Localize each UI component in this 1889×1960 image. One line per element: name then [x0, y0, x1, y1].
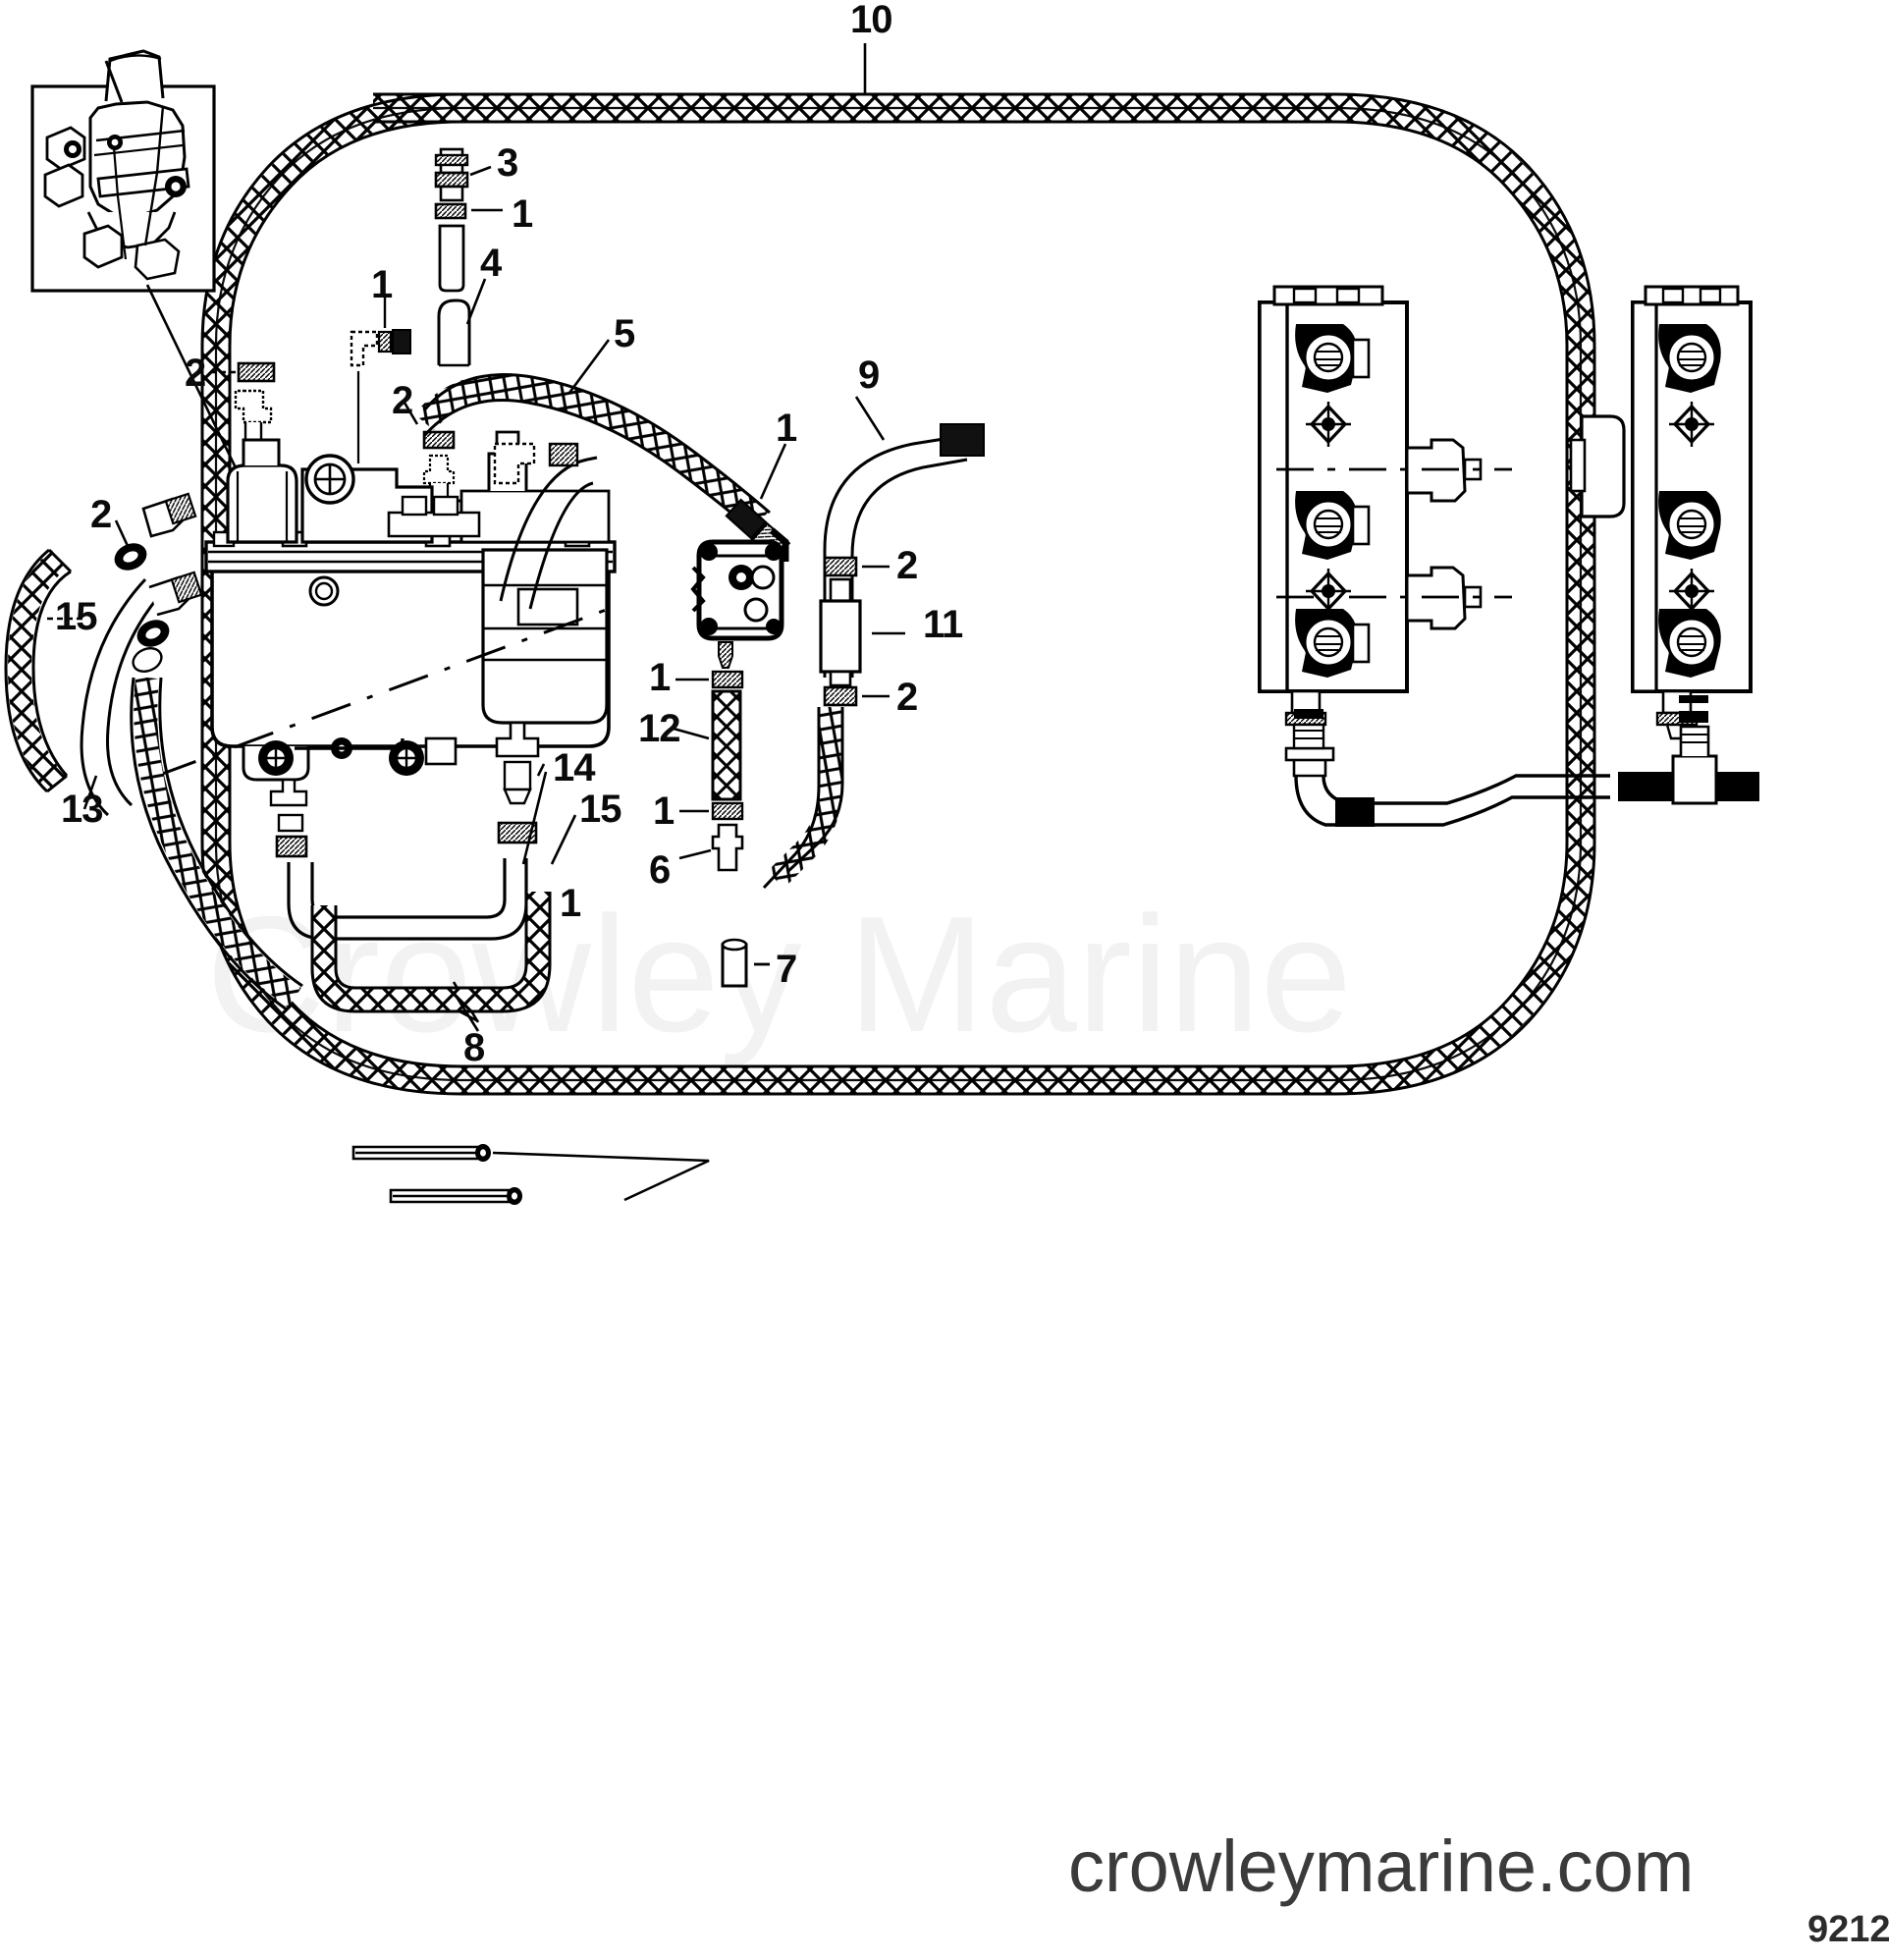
hose-connector-part6: [678, 823, 744, 872]
rail-crossover-hose: [1284, 695, 1759, 827]
hose-clamp-part2-left: [210, 361, 276, 446]
callout-15-left: 15: [55, 595, 97, 638]
watermark-layer: Crowley Marine: [206, 882, 1352, 1066]
fuel-supply-hose-part9: [823, 396, 985, 678]
inset-detail-box: [30, 49, 287, 571]
fuel-pressure-regulator: [690, 539, 784, 641]
screw-fastener-part1-rods: [351, 1144, 710, 1205]
internal-pump-hose: [493, 442, 598, 610]
fuel-rail-injectors-left: [1258, 285, 1512, 740]
callout-1-reg: 1: [776, 407, 797, 450]
callout-8: 8: [463, 1026, 485, 1069]
callout-1-rods: 1: [560, 882, 581, 925]
callout-5: 5: [614, 312, 635, 355]
braided-fuel-hose-part5: [413, 339, 771, 532]
callout-2-mid: 2: [392, 379, 413, 422]
low-pressure-hose-part12: [673, 641, 744, 821]
callout-3: 3: [497, 141, 518, 185]
site-watermark: crowleymarine.com: [1068, 1825, 1695, 1907]
elbow-fittings-left: [114, 492, 203, 673]
short-fuel-tube: [438, 224, 465, 293]
hose-clamp-part1-top: [434, 202, 503, 220]
svg-text:Crowley Marine: Crowley Marine: [206, 882, 1352, 1066]
vent-hose-part15-left: [4, 548, 82, 793]
callout-6: 6: [649, 848, 671, 892]
elbow-fitting-part1: [350, 295, 411, 463]
inline-fuel-filter-part11: [762, 556, 905, 890]
main-fuel-hose-loop: [200, 92, 1596, 1096]
callout-11: 11: [923, 603, 963, 646]
callout-2-left: 2: [90, 493, 112, 536]
callout-2-filter-top: 2: [896, 544, 918, 587]
callout-13: 13: [61, 788, 103, 831]
drawing-number: 9212: [1808, 1909, 1889, 1950]
elbow-hose-part4: [437, 278, 487, 367]
callout-12: 12: [638, 707, 680, 750]
left-braided-run: [130, 676, 303, 1011]
return-hose-part13: [80, 577, 167, 817]
callout-1-connector: 1: [653, 789, 675, 833]
callout-2-topleft: 2: [185, 352, 206, 395]
callout-9: 9: [858, 354, 880, 397]
vent-hose-part15-center: [310, 814, 577, 1013]
fuel-rail-injectors-right: [1569, 285, 1753, 740]
callout-10: 10: [850, 0, 892, 41]
callout-14: 14: [553, 746, 595, 789]
callout-1-lp: 1: [649, 656, 671, 699]
callout-2-filter-bot: 2: [896, 676, 918, 719]
callout-7: 7: [776, 948, 797, 991]
callout-1-top: 1: [512, 192, 533, 236]
connector-fitting-part3: [434, 147, 492, 202]
plug-cap-part7: [721, 938, 770, 988]
callout-1-elbow: 1: [371, 263, 393, 306]
callout-15-center: 15: [579, 788, 621, 831]
leader-line-8: [453, 993, 480, 1032]
callout-4: 4: [480, 242, 502, 285]
